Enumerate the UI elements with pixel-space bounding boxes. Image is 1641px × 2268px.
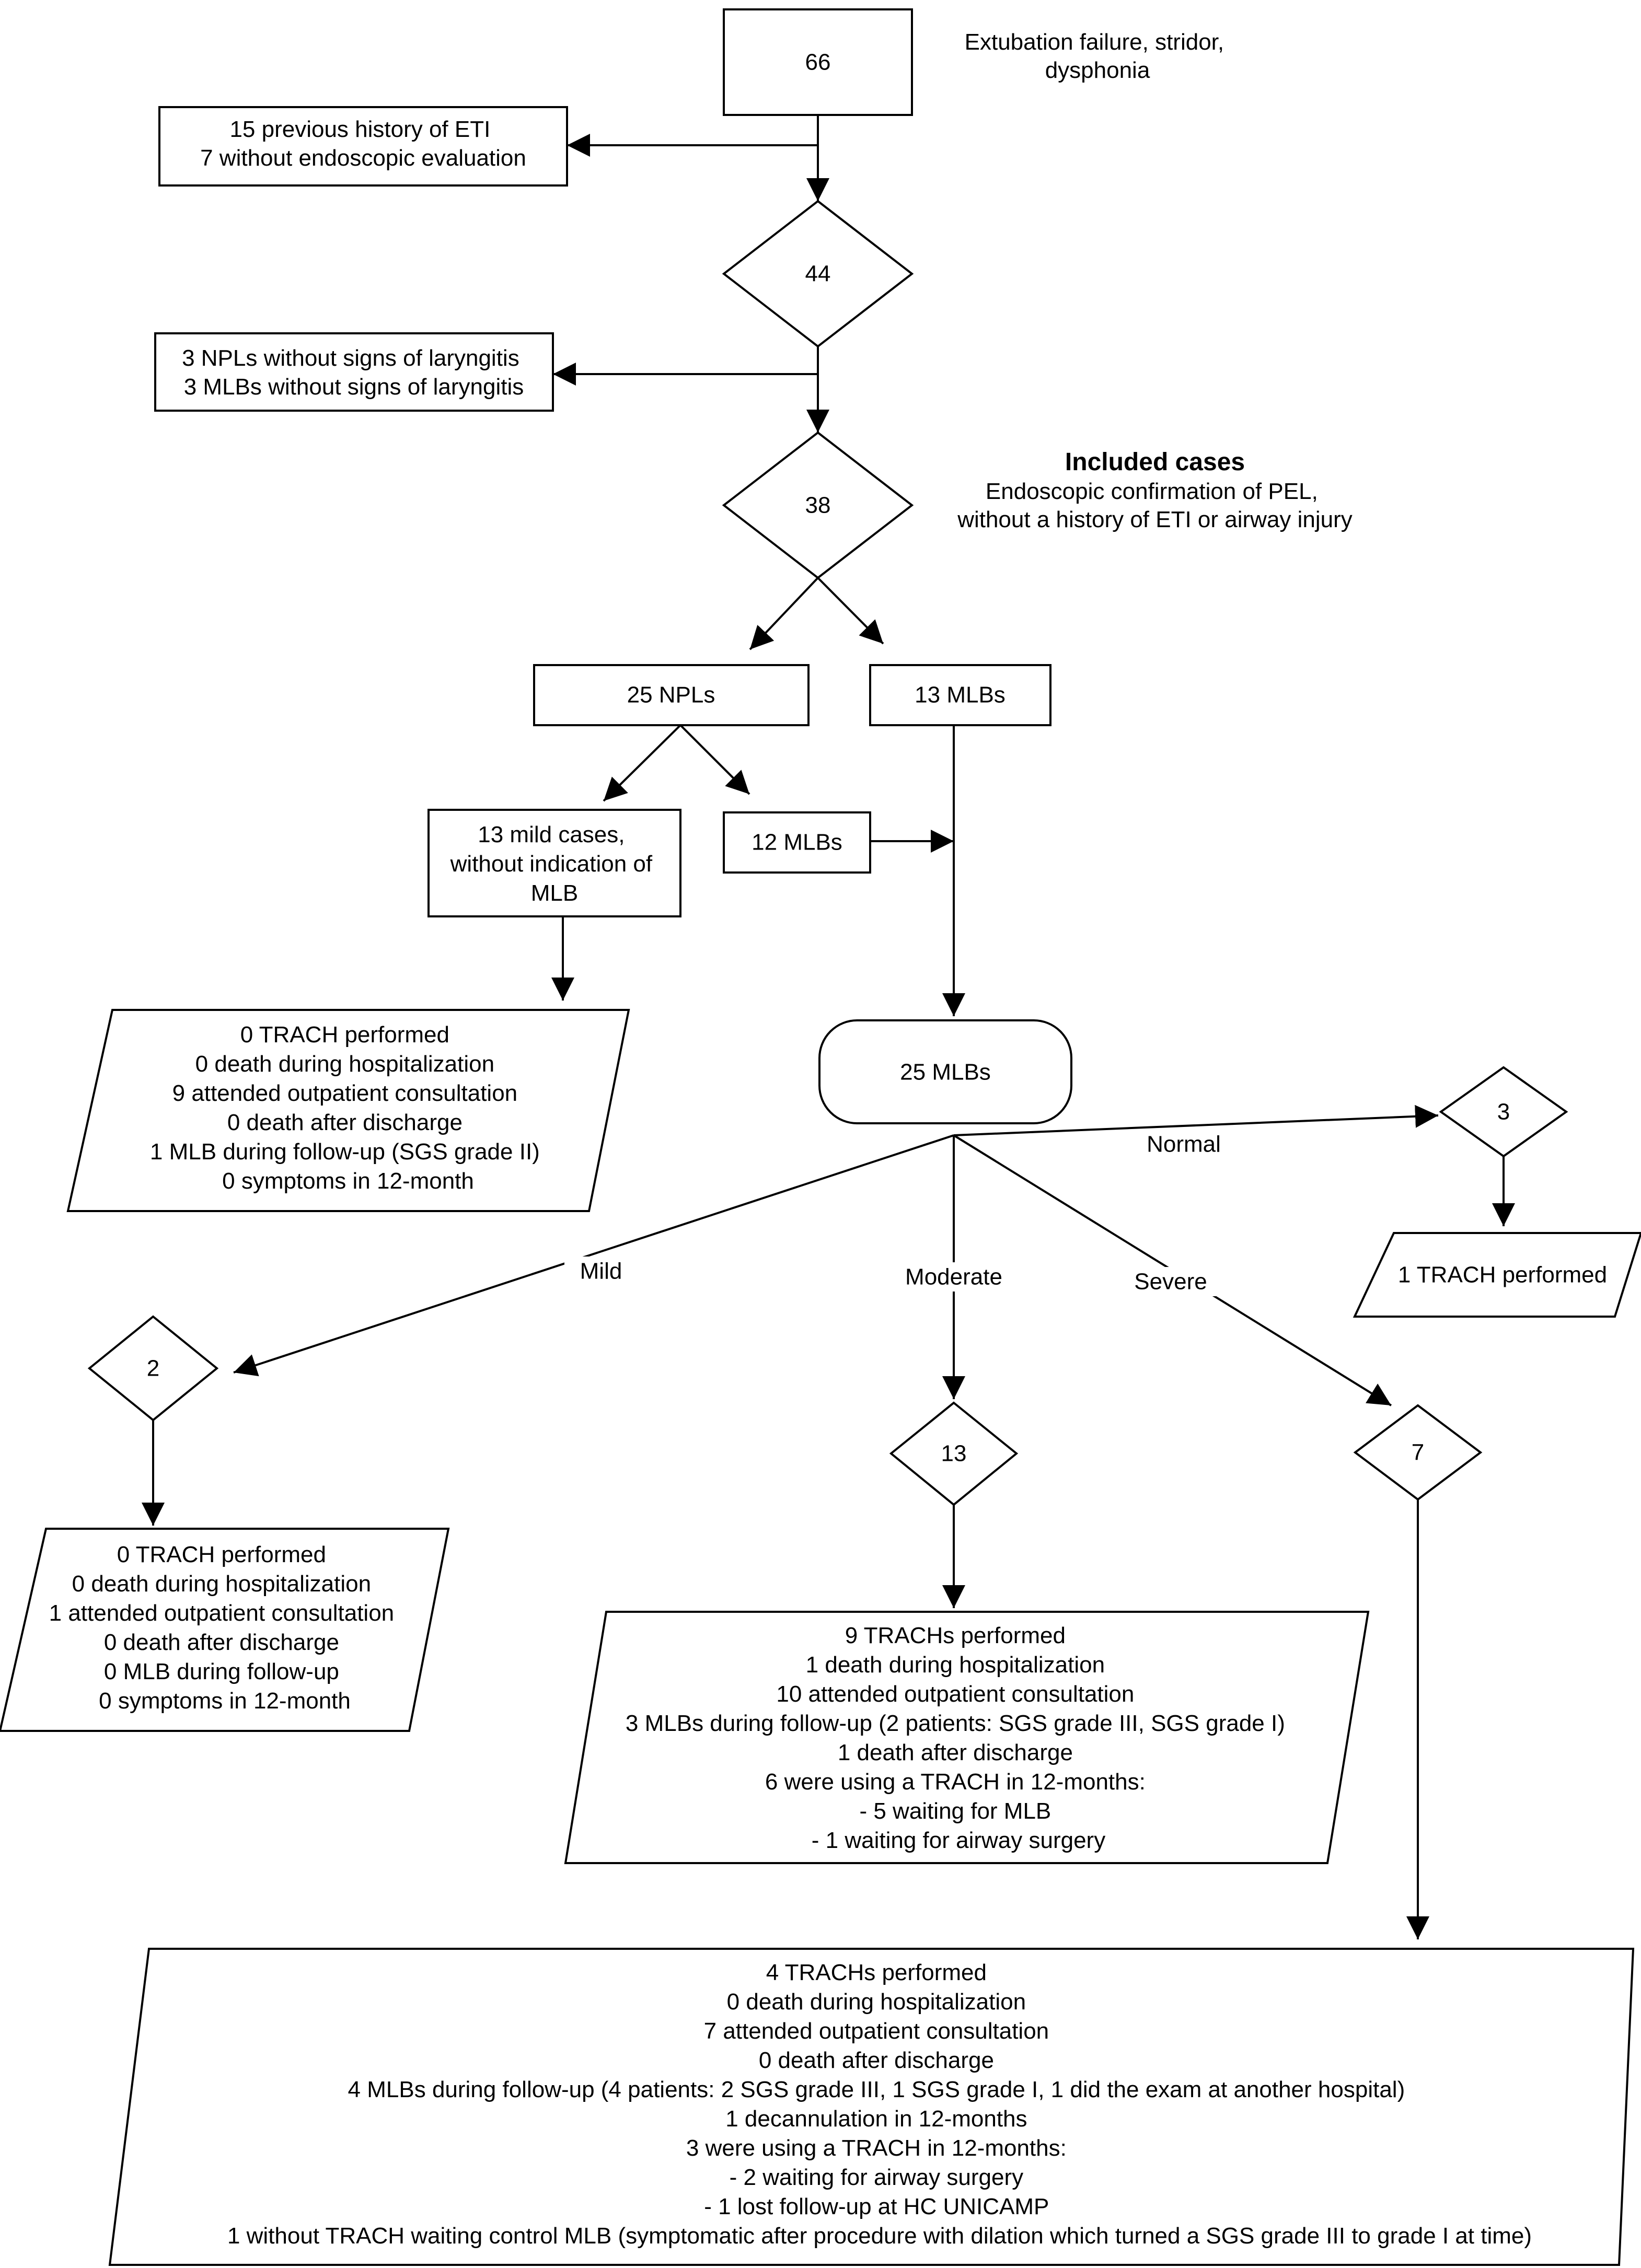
edge-label-mild-bg bbox=[564, 1257, 638, 1286]
node-12-mlbs: 12 MLBs bbox=[723, 811, 871, 874]
edge-npl25-to-mild13 bbox=[603, 724, 681, 802]
node-mild-2-diamond bbox=[87, 1315, 219, 1422]
node-12-mlbs-label: 12 MLBs bbox=[752, 830, 842, 855]
outcome-severe-shape bbox=[108, 1948, 1635, 2266]
exclusion-2: 3 NPLs without signs of laryngitis 3 MLB… bbox=[154, 332, 554, 412]
included-cases-title: Included cases bbox=[1065, 448, 1245, 476]
node-normal-3-diamond bbox=[1439, 1066, 1568, 1158]
node-12-mlbs-box bbox=[723, 811, 871, 874]
node-moderate-13-label: 13 bbox=[941, 1441, 967, 1467]
node-25-npls: 25 NPLs bbox=[533, 664, 810, 726]
node-44-diamond bbox=[722, 200, 914, 348]
outcome-mild-npl-shape bbox=[66, 1009, 630, 1212]
node-mild-2-label: 2 bbox=[147, 1356, 159, 1381]
node-moderate-13-diamond bbox=[889, 1401, 1019, 1506]
node-25-mlbs-label: 25 MLBs bbox=[900, 1060, 991, 1085]
outcome-mild-shape bbox=[0, 1528, 450, 1732]
node-66-box bbox=[723, 8, 913, 116]
edge-labels: Normal Mild Moderate Severe bbox=[564, 1130, 1236, 1296]
outcome-normal-text: 1 TRACH performed bbox=[1398, 1262, 1607, 1288]
edge-label-mild: Mild bbox=[580, 1259, 622, 1284]
edge-label-normal: Normal bbox=[1147, 1132, 1221, 1157]
node-25-npls-label: 25 NPLs bbox=[627, 682, 715, 708]
node-mild-2: 2 bbox=[87, 1315, 219, 1422]
exclusion-1-box bbox=[158, 106, 568, 187]
node-66-label: 66 bbox=[805, 50, 831, 75]
exclusion-2-text: 3 NPLs without signs of laryngitis 3 MLB… bbox=[182, 345, 526, 400]
node-normal-3: 3 bbox=[1439, 1066, 1568, 1158]
node-13-mlbs-box bbox=[869, 664, 1051, 726]
outcome-mild-npl: 0 TRACH performed 0 death during hospita… bbox=[66, 1009, 630, 1212]
outcome-normal-shape bbox=[1353, 1232, 1641, 1318]
exclusion-1-text: 15 previous history of ETI 7 without end… bbox=[200, 117, 526, 171]
node-38-label: 38 bbox=[805, 493, 831, 518]
node-44: 44 bbox=[722, 200, 914, 348]
edge-38-to-npl25 bbox=[749, 577, 819, 650]
node-38: 38 bbox=[722, 431, 914, 579]
node-severe-7-diamond bbox=[1353, 1404, 1483, 1501]
edge-label-severe-bg bbox=[1118, 1267, 1223, 1296]
edge-label-moderate: Moderate bbox=[905, 1264, 1002, 1290]
node-66: 66 bbox=[723, 8, 913, 116]
node-severe-7: 7 bbox=[1353, 1404, 1483, 1501]
node-13-mild-cases: 13 mild cases, without indication of MLB bbox=[427, 809, 681, 917]
outcome-moderate-text: 9 TRACHs performed 1 death during hospit… bbox=[626, 1623, 1291, 1853]
node-38-diamond bbox=[722, 431, 914, 579]
node-13-mild-cases-text: 13 mild cases, without indication of MLB bbox=[450, 822, 659, 906]
node-25-mlbs-box bbox=[818, 1019, 1072, 1124]
node-normal-3-label: 3 bbox=[1497, 1099, 1510, 1125]
included-cases-description: Endoscopic confirmation of PEL, without … bbox=[957, 479, 1353, 532]
exclusion-1: 15 previous history of ETI 7 without end… bbox=[158, 106, 568, 187]
node-44-label: 44 bbox=[805, 261, 831, 287]
outcome-severe-text: 4 TRACHs performed 0 death during hospit… bbox=[227, 1960, 1532, 2249]
edge-label-severe: Severe bbox=[1134, 1269, 1207, 1295]
node-25-npls-box bbox=[533, 664, 810, 726]
outcome-severe: 4 TRACHs performed 0 death during hospit… bbox=[108, 1948, 1635, 2266]
node-moderate-13: 13 bbox=[889, 1401, 1019, 1506]
edge-38-to-mlb13 bbox=[817, 577, 884, 645]
outcome-moderate-shape bbox=[564, 1611, 1370, 1864]
outcome-moderate: 9 TRACHs performed 1 death during hospit… bbox=[564, 1611, 1370, 1864]
exclusion-2-box bbox=[154, 332, 554, 412]
node-13-mlbs-label: 13 MLBs bbox=[915, 682, 1006, 708]
edge-npl25-to-mlb12 bbox=[679, 724, 750, 795]
outcome-mild-npl-text: 0 TRACH performed 0 death during hospita… bbox=[150, 1022, 546, 1194]
edge-mlb25-to-normal bbox=[953, 1104, 1439, 1136]
node-13-mild-cases-box bbox=[427, 809, 681, 917]
outcome-normal: 1 TRACH performed bbox=[1353, 1232, 1641, 1318]
node-25-mlbs: 25 MLBs bbox=[818, 1019, 1072, 1124]
edge-label-normal-bg bbox=[1131, 1130, 1236, 1159]
node-66-note: Extubation failure, stridor, dysphonia bbox=[965, 29, 1231, 83]
node-13-mlbs: 13 MLBs bbox=[869, 664, 1051, 726]
edge-label-moderate-bg bbox=[891, 1262, 1016, 1292]
edge-mlb25-to-mild bbox=[233, 1134, 954, 1377]
outcome-mild-text: 0 TRACH performed 0 death during hospita… bbox=[49, 1542, 401, 1714]
node-severe-7-label: 7 bbox=[1412, 1440, 1424, 1466]
outcome-mild: 0 TRACH performed 0 death during hospita… bbox=[0, 1528, 450, 1732]
